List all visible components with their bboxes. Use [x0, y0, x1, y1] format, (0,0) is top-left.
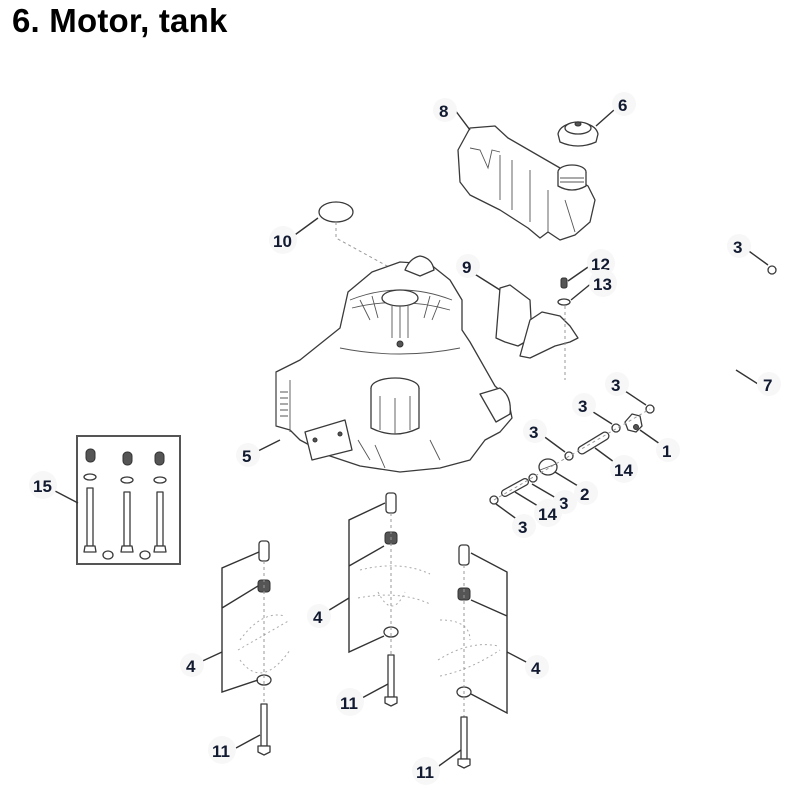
fuel-hose[interactable] [656, 286, 772, 406]
callout-8: 8 [433, 98, 457, 122]
svg-text:3: 3 [559, 494, 568, 513]
hose-clamp[interactable] [528, 473, 538, 483]
callout-5: 5 [236, 443, 260, 467]
callout-11: 11 [208, 736, 236, 764]
tank-bracket[interactable] [495, 284, 579, 359]
svg-text:3: 3 [518, 518, 527, 537]
callout-3: 3 [727, 234, 751, 258]
mounting-kit[interactable] [76, 435, 181, 565]
svg-text:11: 11 [212, 742, 230, 761]
washer[interactable] [557, 298, 571, 306]
fuel-tap[interactable] [624, 413, 643, 433]
svg-text:11: 11 [340, 694, 358, 713]
svg-text:2: 2 [580, 485, 589, 504]
engine-mount-set[interactable] [383, 492, 399, 638]
callout-7: 7 [757, 372, 781, 396]
callout-3: 3 [523, 419, 547, 443]
svg-text:3: 3 [733, 238, 742, 257]
svg-text:1: 1 [662, 442, 671, 461]
bolt[interactable] [257, 703, 271, 756]
svg-text:8: 8 [439, 102, 448, 121]
screw[interactable] [560, 277, 568, 289]
page-title: 6. Motor, tank [12, 2, 228, 39]
svg-text:11: 11 [416, 763, 434, 782]
callout-2: 2 [574, 481, 598, 505]
tank-cap[interactable] [557, 121, 599, 147]
hose-section[interactable] [577, 431, 610, 455]
callout-4: 4 [180, 653, 204, 677]
svg-text:9: 9 [462, 258, 471, 277]
callout-11: 11 [412, 757, 440, 785]
fuel-filter[interactable] [538, 458, 558, 476]
callout-6: 6 [612, 92, 636, 116]
o-ring[interactable] [318, 201, 354, 223]
callout-4: 4 [307, 604, 331, 628]
hose-clamp[interactable] [767, 265, 777, 275]
bolt[interactable] [384, 654, 398, 707]
svg-text:14: 14 [538, 505, 557, 524]
svg-text:4: 4 [186, 657, 196, 676]
callout-3: 3 [572, 393, 596, 417]
svg-text:10: 10 [273, 232, 292, 251]
callout-14: 14 [610, 455, 638, 483]
svg-text:3: 3 [578, 397, 587, 416]
bolt[interactable] [457, 716, 471, 769]
engine-mount-set[interactable] [456, 544, 472, 698]
callout-10: 10 [269, 226, 297, 254]
callout-1: 1 [656, 438, 680, 462]
callout-4: 4 [525, 655, 549, 679]
svg-text:5: 5 [242, 447, 251, 466]
svg-text:4: 4 [313, 608, 323, 627]
svg-text:15: 15 [33, 477, 52, 496]
callout-15: 15 [29, 471, 57, 499]
callout-11: 11 [336, 688, 364, 716]
svg-text:4: 4 [531, 659, 541, 678]
fuel-tank[interactable] [457, 125, 596, 241]
callout-3: 3 [512, 514, 536, 538]
svg-text:14: 14 [614, 461, 633, 480]
svg-text:6: 6 [618, 96, 627, 115]
engine[interactable] [275, 255, 513, 473]
svg-text:7: 7 [763, 376, 772, 395]
callout-14: 14 [534, 499, 562, 527]
hose-clamp[interactable] [611, 423, 621, 433]
callout-13: 13 [589, 269, 617, 297]
callout-3: 3 [605, 372, 629, 396]
callout-9: 9 [456, 254, 480, 278]
svg-text:3: 3 [611, 376, 620, 395]
svg-text:3: 3 [529, 423, 538, 442]
svg-text:13: 13 [593, 275, 612, 294]
